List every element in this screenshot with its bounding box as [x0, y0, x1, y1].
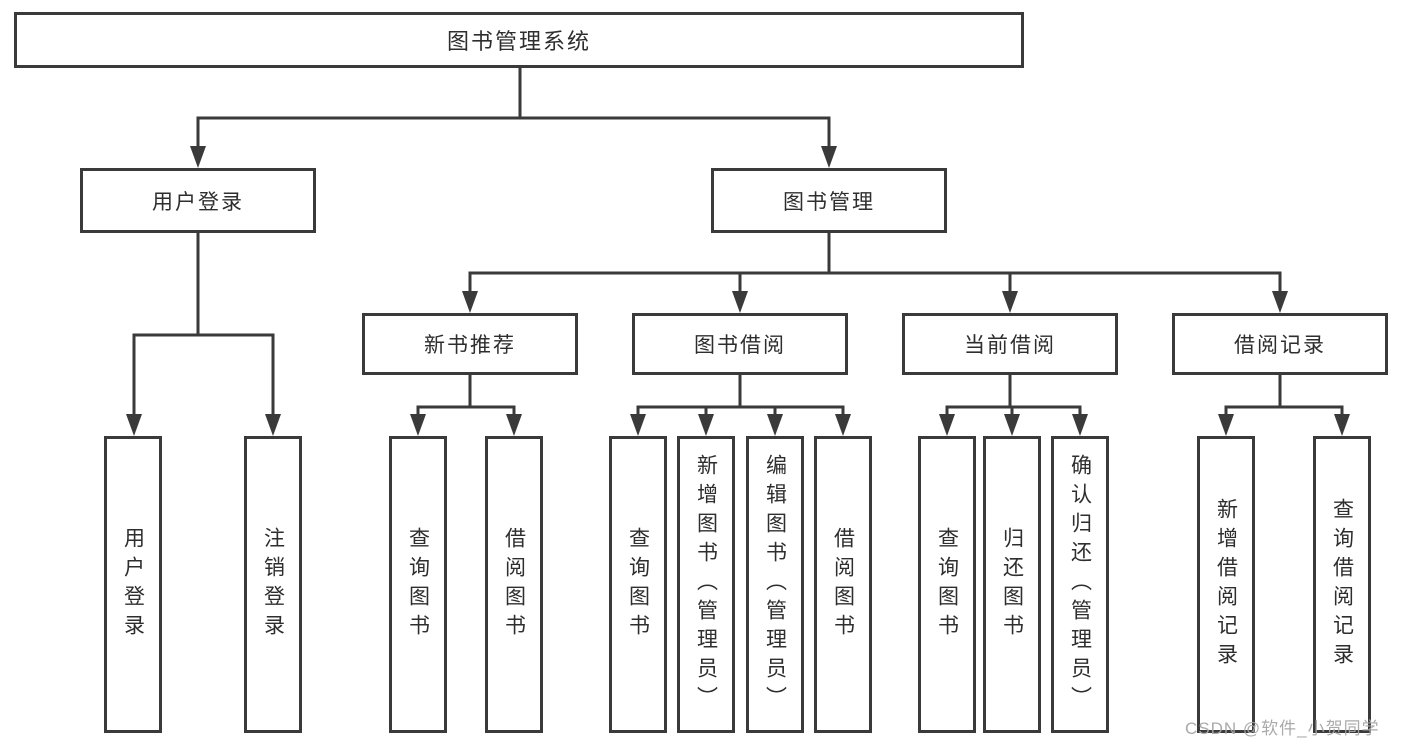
arrow-down-icon	[190, 146, 206, 168]
arrow-down-icon	[462, 291, 478, 313]
node-label: 查询图书	[626, 526, 650, 643]
node-label: 注销登录	[261, 526, 285, 643]
leaf-query-books-borrow: 查询图书	[609, 436, 667, 733]
leaf-user-login: 用户登录	[104, 436, 162, 733]
node-label: 查询借阅记录	[1330, 497, 1354, 672]
arrow-down-icon	[939, 414, 955, 436]
node-new-book-recommend: 新书推荐	[362, 313, 578, 375]
arrow-down-icon	[265, 414, 281, 436]
leaf-query-borrow-record: 查询借阅记录	[1313, 436, 1371, 733]
leaf-add-books-admin: 新增图书（管理员）	[677, 436, 735, 733]
leaf-add-borrow-record: 新增借阅记录	[1197, 436, 1255, 733]
node-label: 查询图书	[406, 526, 430, 643]
node-label: 归还图书	[1000, 526, 1024, 643]
node-borrow-records: 借阅记录	[1172, 313, 1388, 375]
node-label: 新书推荐	[424, 334, 516, 357]
arrow-down-icon	[767, 414, 783, 436]
node-label: 用户登录	[121, 526, 145, 643]
arrow-down-icon	[410, 414, 426, 436]
node-user-login: 用户登录	[80, 168, 316, 233]
node-library-management-system: 图书管理系统	[14, 12, 1024, 68]
arrow-down-icon	[630, 414, 646, 436]
node-book-borrow: 图书借阅	[632, 313, 848, 375]
node-label: 图书借阅	[694, 334, 786, 357]
node-label: 图书管理系统	[446, 29, 591, 54]
node-label: 新增图书（管理员）	[694, 454, 718, 715]
csdn-watermark: CSDN @软件_小贺同学	[1185, 719, 1380, 738]
arrow-down-icon	[1218, 414, 1234, 436]
arrow-down-icon	[1004, 414, 1020, 436]
leaf-confirm-return-admin: 确认归还（管理员）	[1051, 436, 1109, 733]
arrow-down-icon	[698, 414, 714, 436]
leaf-borrow-books-recommend: 借阅图书	[485, 436, 543, 733]
leaf-borrow-books: 借阅图书	[814, 436, 872, 733]
arrow-down-icon	[506, 414, 522, 436]
arrow-down-icon	[732, 291, 748, 313]
arrowheads	[126, 146, 1350, 436]
node-label: 借阅记录	[1234, 334, 1326, 357]
node-book-management: 图书管理	[711, 168, 947, 233]
arrow-down-icon	[1272, 291, 1288, 313]
node-current-borrow: 当前借阅	[902, 313, 1118, 375]
node-label: 新增借阅记录	[1214, 497, 1238, 672]
leaf-query-books-current: 查询图书	[918, 436, 976, 733]
arrow-down-icon	[835, 414, 851, 436]
arrow-down-icon	[821, 146, 837, 168]
arrow-down-icon	[1334, 414, 1350, 436]
node-label: 借阅图书	[502, 526, 526, 643]
leaf-return-books: 归还图书	[983, 436, 1041, 733]
leaf-edit-books-admin: 编辑图书（管理员）	[746, 436, 804, 733]
node-label: 借阅图书	[831, 526, 855, 643]
arrow-down-icon	[1072, 414, 1088, 436]
leaf-logout: 注销登录	[244, 436, 302, 733]
arrow-down-icon	[1002, 291, 1018, 313]
node-label: 确认归还（管理员）	[1068, 454, 1092, 715]
leaf-query-books-recommend: 查询图书	[389, 436, 447, 733]
node-label: 用户登录	[152, 190, 244, 214]
arrow-down-icon	[126, 414, 142, 436]
node-label: 查询图书	[935, 526, 959, 643]
node-label: 编辑图书（管理员）	[763, 454, 787, 715]
node-label: 当前借阅	[964, 334, 1056, 357]
node-label: 图书管理	[783, 190, 875, 214]
